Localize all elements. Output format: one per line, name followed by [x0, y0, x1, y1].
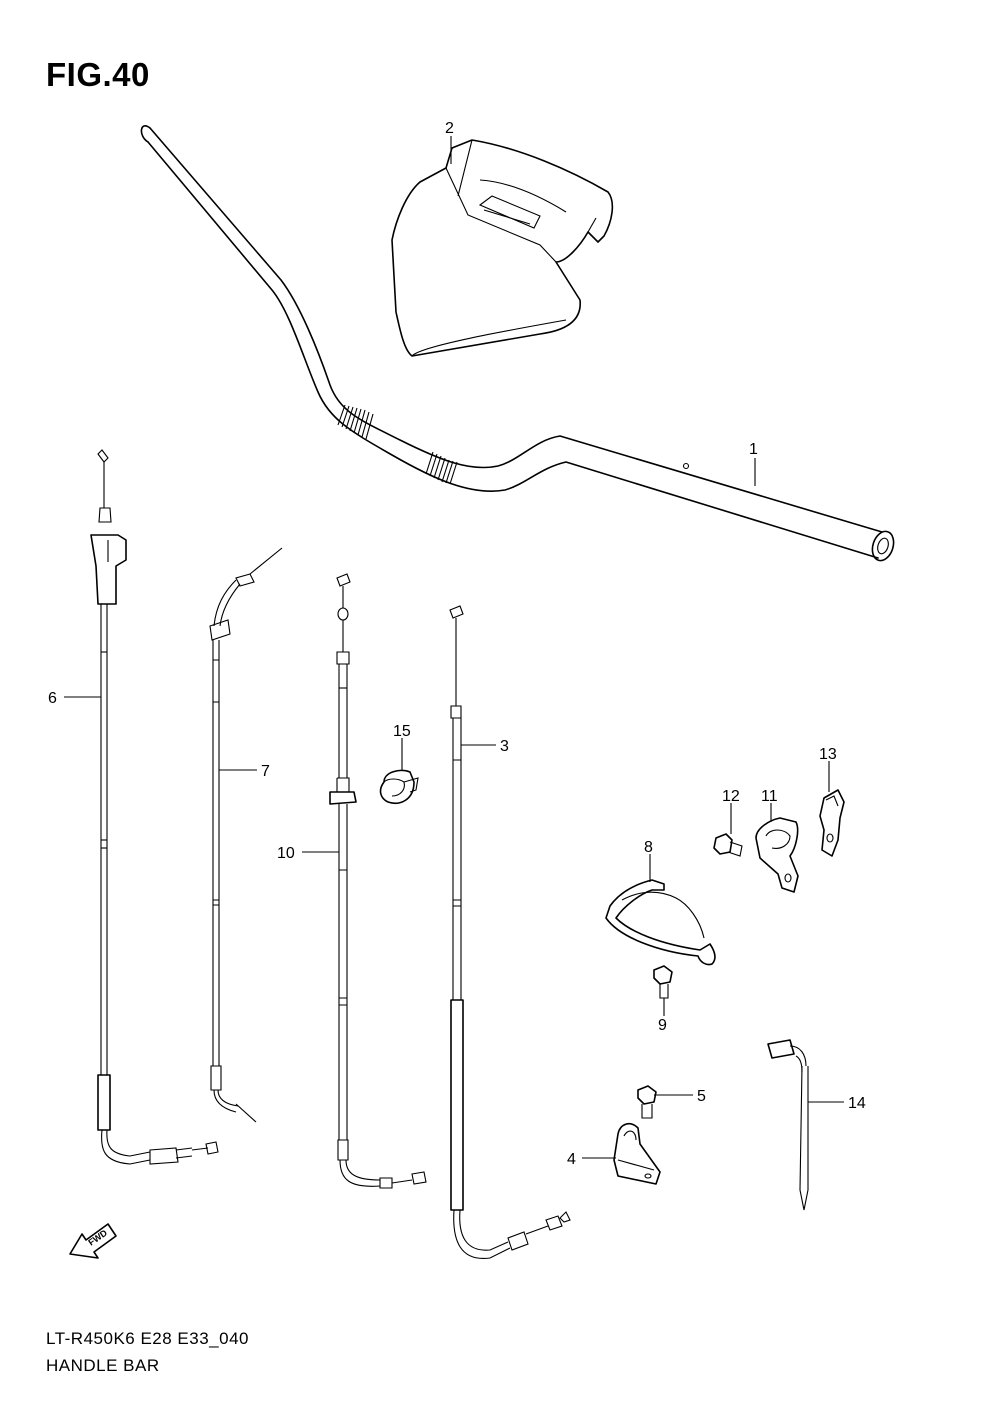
part-8-guard [605, 879, 716, 966]
callout-15: 15 [393, 723, 411, 740]
figure-title: FIG.40 [46, 56, 150, 93]
part-15-clamp [379, 769, 419, 804]
knurl-left [337, 404, 374, 440]
callout-3: 3 [500, 738, 509, 755]
part-7-cable [209, 547, 283, 1123]
callout-7: 7 [261, 763, 270, 780]
callout-12: 12 [722, 788, 740, 805]
callouts: 1 2 3 4 5 6 7 8 9 10 11 12 13 [48, 120, 866, 1168]
part-12-bolt [713, 833, 743, 857]
callout-2: 2 [445, 120, 454, 137]
callout-1: 1 [749, 441, 758, 458]
part-3-cable [449, 605, 571, 1259]
part-5-bolt [637, 1085, 657, 1119]
part-11-bracket [755, 817, 799, 893]
callout-10: 10 [277, 845, 295, 862]
part-4-bracket [613, 1122, 661, 1185]
part-2-handlebar-cover [391, 139, 614, 357]
part-9-bolt [653, 965, 673, 999]
part-10-cable [329, 573, 427, 1189]
knurl-right [425, 451, 458, 485]
part-14-tie [767, 1039, 809, 1211]
callout-14: 14 [848, 1095, 866, 1112]
callout-9: 9 [658, 1017, 667, 1034]
callout-13: 13 [819, 746, 837, 763]
figure-caption: HANDLE BAR [46, 1356, 160, 1375]
part-13-holder [819, 789, 845, 857]
model-code: LT-R450K6 E28 E33_040 [46, 1329, 249, 1348]
part-6-cable [90, 449, 219, 1165]
callout-4: 4 [567, 1151, 576, 1168]
callout-6: 6 [48, 690, 57, 707]
fwd-label: FWD [86, 1227, 109, 1247]
fwd-arrow-icon: FWD [69, 1223, 117, 1259]
callout-5: 5 [697, 1088, 706, 1105]
part-1-handlebar [140, 125, 895, 562]
callout-8: 8 [644, 839, 653, 856]
callout-11: 11 [761, 788, 778, 805]
